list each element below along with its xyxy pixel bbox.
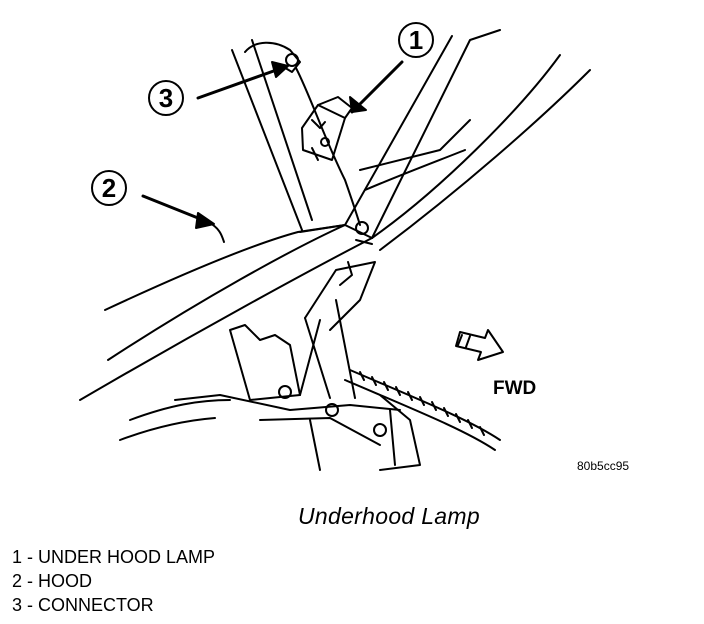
legend-item-connector: 3 - CONNECTOR [12,595,154,615]
callout-1 [349,22,434,114]
legend-item-lamp: 1 - UNDER HOOD LAMP [12,547,216,567]
under-hood-lamp [301,96,353,161]
callout-2 [91,170,225,243]
callout-2-number: 2 [102,173,116,203]
legend: 1 - UNDER HOOD LAMP 2 - HOOD 3 - CONNECT… [12,545,215,617]
callout-3 [148,61,289,116]
connector [244,41,373,245]
hood-hinge [174,261,421,471]
figure-code: 80b5cc95 [577,459,629,473]
underhood-lamp-diagram: 1 2 3 FWD 80b5cc95 [79,22,629,473]
callout-1-number: 1 [409,25,423,55]
legend-item-hood: 2 - HOOD [12,571,93,591]
fwd-arrow-icon [455,329,504,361]
hood-outline [79,29,591,401]
callout-3-number: 3 [159,83,173,113]
fender-edge [119,369,501,451]
fwd-label: FWD [493,378,536,399]
figure-caption: Underhood Lamp [298,503,480,529]
